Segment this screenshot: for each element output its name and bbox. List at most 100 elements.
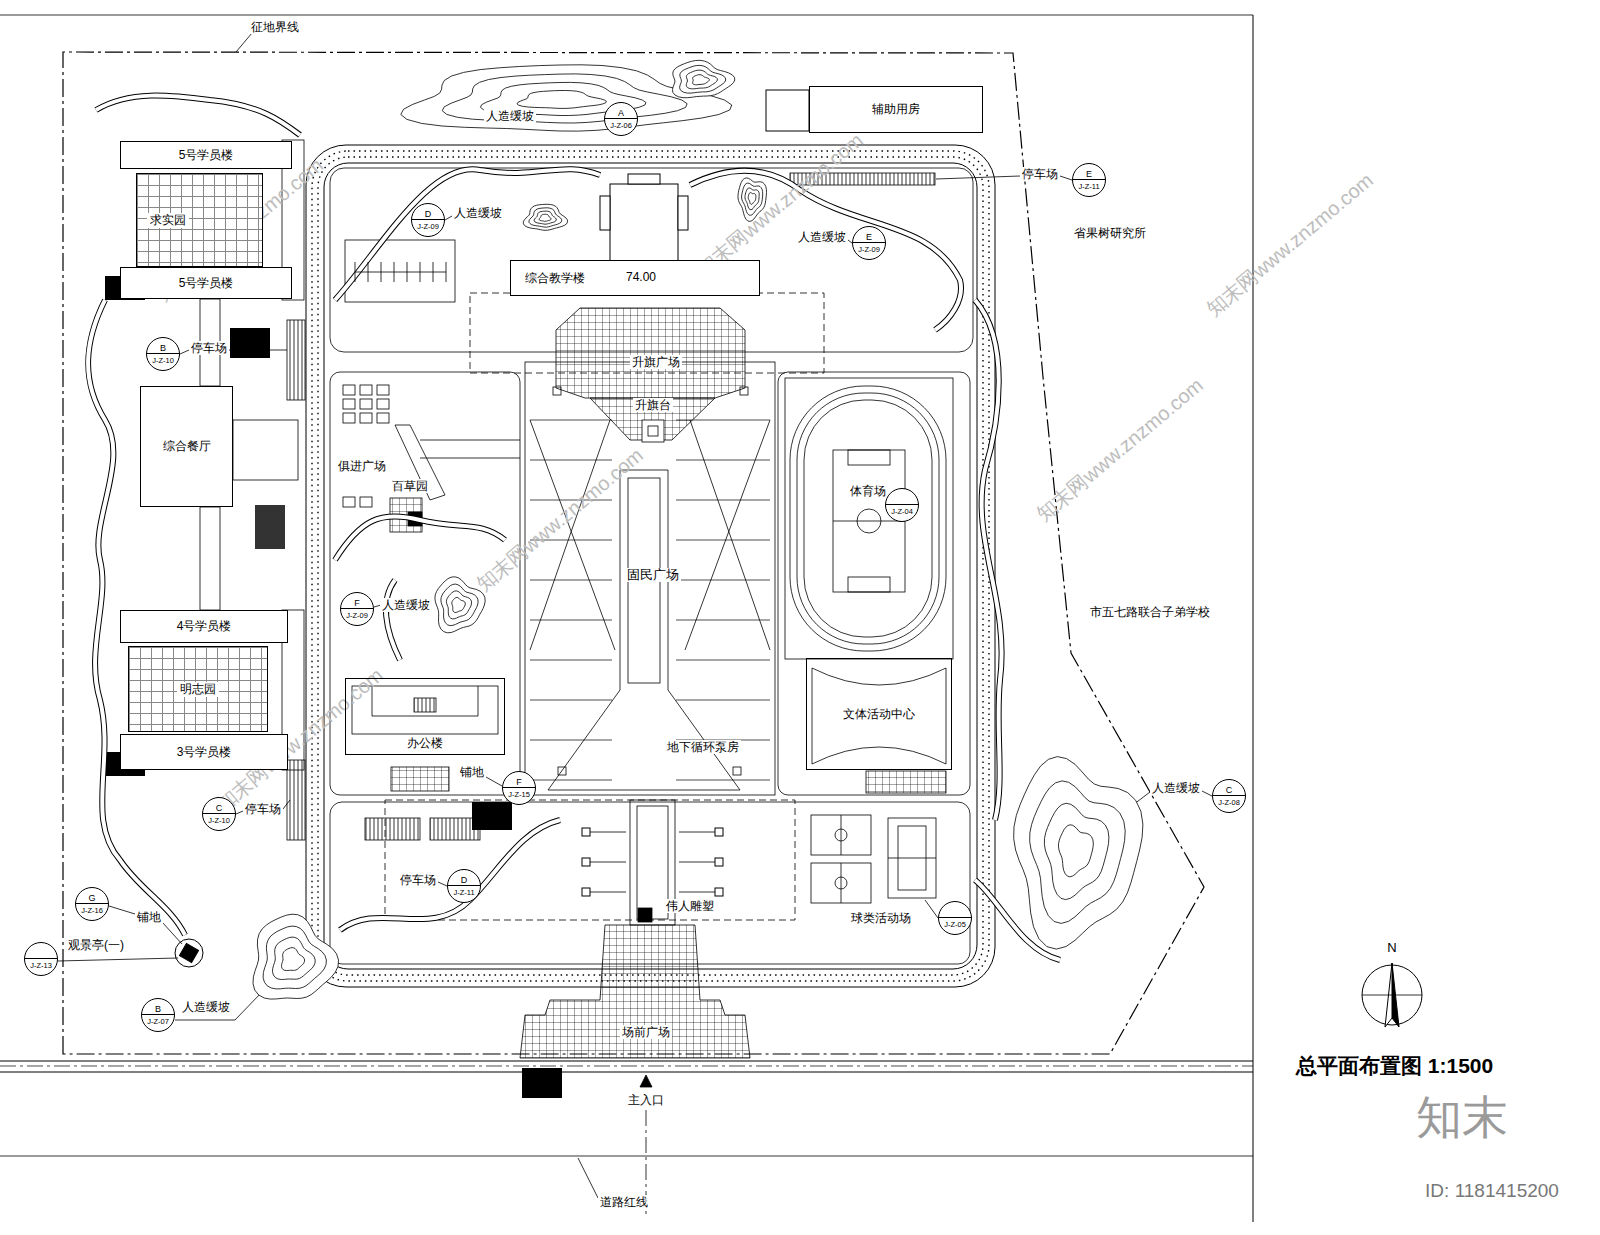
footpath: [340, 820, 560, 930]
building-box: 辅助用房: [809, 86, 983, 133]
hill-contour: [534, 211, 556, 224]
track-field: [833, 450, 905, 592]
footpath: [96, 96, 300, 135]
central-plaza: [525, 308, 775, 795]
ball-court: [811, 815, 936, 903]
callout-text: J-Z-11: [453, 888, 474, 897]
plaza-marker: [582, 858, 590, 866]
plaza-bar: [679, 832, 715, 833]
place-name: 5号学员楼: [179, 148, 234, 163]
watermark: 知末网www.znzmo.com: [1031, 372, 1209, 528]
hill-contour: [673, 60, 735, 97]
callout-text: E: [1086, 169, 1092, 179]
plan-label: 升旗台: [633, 398, 673, 412]
track-field: [797, 393, 939, 644]
place-name: 明志园: [177, 682, 219, 697]
boundary-line: [63, 33, 1204, 1054]
south-axis: [520, 925, 750, 1058]
black-block: [255, 505, 285, 549]
callout-circle: FJ-Z-09: [340, 592, 374, 626]
plaza-bar: [530, 660, 612, 661]
pavilion: [175, 939, 203, 967]
callout-circle: BJ-Z-07: [141, 998, 175, 1032]
leader-line: [445, 216, 452, 220]
ball-court: [841, 815, 842, 855]
road-line: [578, 1158, 598, 1198]
leader-line: [438, 882, 447, 886]
leader-line: [58, 116, 1212, 1020]
plaza-bar: [676, 460, 770, 461]
callout-circle: CJ-Z-10: [202, 797, 236, 831]
place-name: 4号学员楼: [177, 619, 232, 634]
track-field: [848, 450, 890, 465]
plan-label: 人造缓坡: [796, 230, 848, 244]
frame-line: [0, 15, 1253, 1222]
callout-text: D: [425, 209, 432, 219]
plaza-bar: [590, 832, 626, 833]
leader-line: [1060, 176, 1072, 180]
boundary-line: [236, 33, 252, 52]
callout-text: J-Z-15: [508, 790, 530, 799]
plaza-bar: [676, 700, 770, 701]
leader-line: [180, 350, 189, 354]
block-outline: [385, 800, 795, 920]
hill-contour: [1030, 781, 1126, 924]
plan-label: 74.00: [624, 270, 658, 284]
hill-contour: [441, 584, 478, 626]
plaza-square: [343, 399, 355, 409]
hill-contour: [253, 914, 339, 999]
plaza-bar: [676, 660, 770, 661]
hill-contour: [282, 948, 305, 971]
callout-circle: J-Z-05: [938, 901, 972, 935]
hill-contour: [680, 65, 726, 93]
callout-circle: AJ-Z-06: [604, 102, 638, 136]
leader-line: [236, 811, 243, 814]
plaza-marker: [582, 888, 590, 896]
central-plaza: [690, 420, 770, 650]
building-box: 5号学员楼: [120, 141, 292, 169]
teaching-building: [610, 184, 678, 262]
footpath: [96, 96, 300, 135]
ring-road: [318, 157, 983, 975]
leader-line: [925, 900, 938, 918]
ball-court: [835, 877, 847, 889]
ring-road: [306, 145, 995, 987]
plaza-square: [343, 497, 355, 507]
callout-circle: CJ-Z-08: [1212, 779, 1246, 813]
hill-contour: [748, 193, 756, 205]
ring-road: [312, 151, 989, 981]
place-name: 文体活动中心: [840, 707, 918, 722]
callout-text: B: [160, 343, 166, 353]
building-outline: 文体活动中心: [806, 658, 952, 770]
office-building: [372, 686, 478, 716]
building-box: 5号学员楼: [120, 267, 292, 299]
frame-line: [1253, 15, 1254, 1222]
leader-line: [235, 992, 262, 1020]
teaching-building: [600, 196, 610, 230]
plaza-marker: [715, 888, 723, 896]
plaza-square: [377, 385, 389, 395]
callout-circle: EJ-Z-11: [1072, 163, 1106, 197]
footpath: [340, 820, 560, 930]
footpath: [335, 516, 505, 560]
ball-court: [811, 815, 871, 855]
activity-center-roof: [812, 668, 946, 685]
central-plaza: [648, 426, 658, 436]
plaza-bar: [676, 420, 770, 421]
plaza-square: [377, 413, 389, 423]
callout-text: E: [866, 232, 872, 242]
activity-center-roof: [812, 668, 946, 793]
central-plaza: [733, 767, 741, 775]
place-name: 5号学员楼: [179, 276, 234, 291]
callout-circle: GJ-Z-16: [75, 887, 109, 921]
ball-court: [811, 863, 871, 903]
footpath: [386, 580, 400, 660]
parking-lot: [430, 818, 480, 840]
teaching-building: [628, 174, 660, 184]
footpath: [975, 300, 1002, 820]
leader-line: [283, 800, 290, 809]
place-name: 体育场: [847, 484, 889, 499]
track-field: [785, 378, 953, 659]
plaza-bar: [590, 862, 626, 863]
south-axis: [638, 908, 652, 922]
